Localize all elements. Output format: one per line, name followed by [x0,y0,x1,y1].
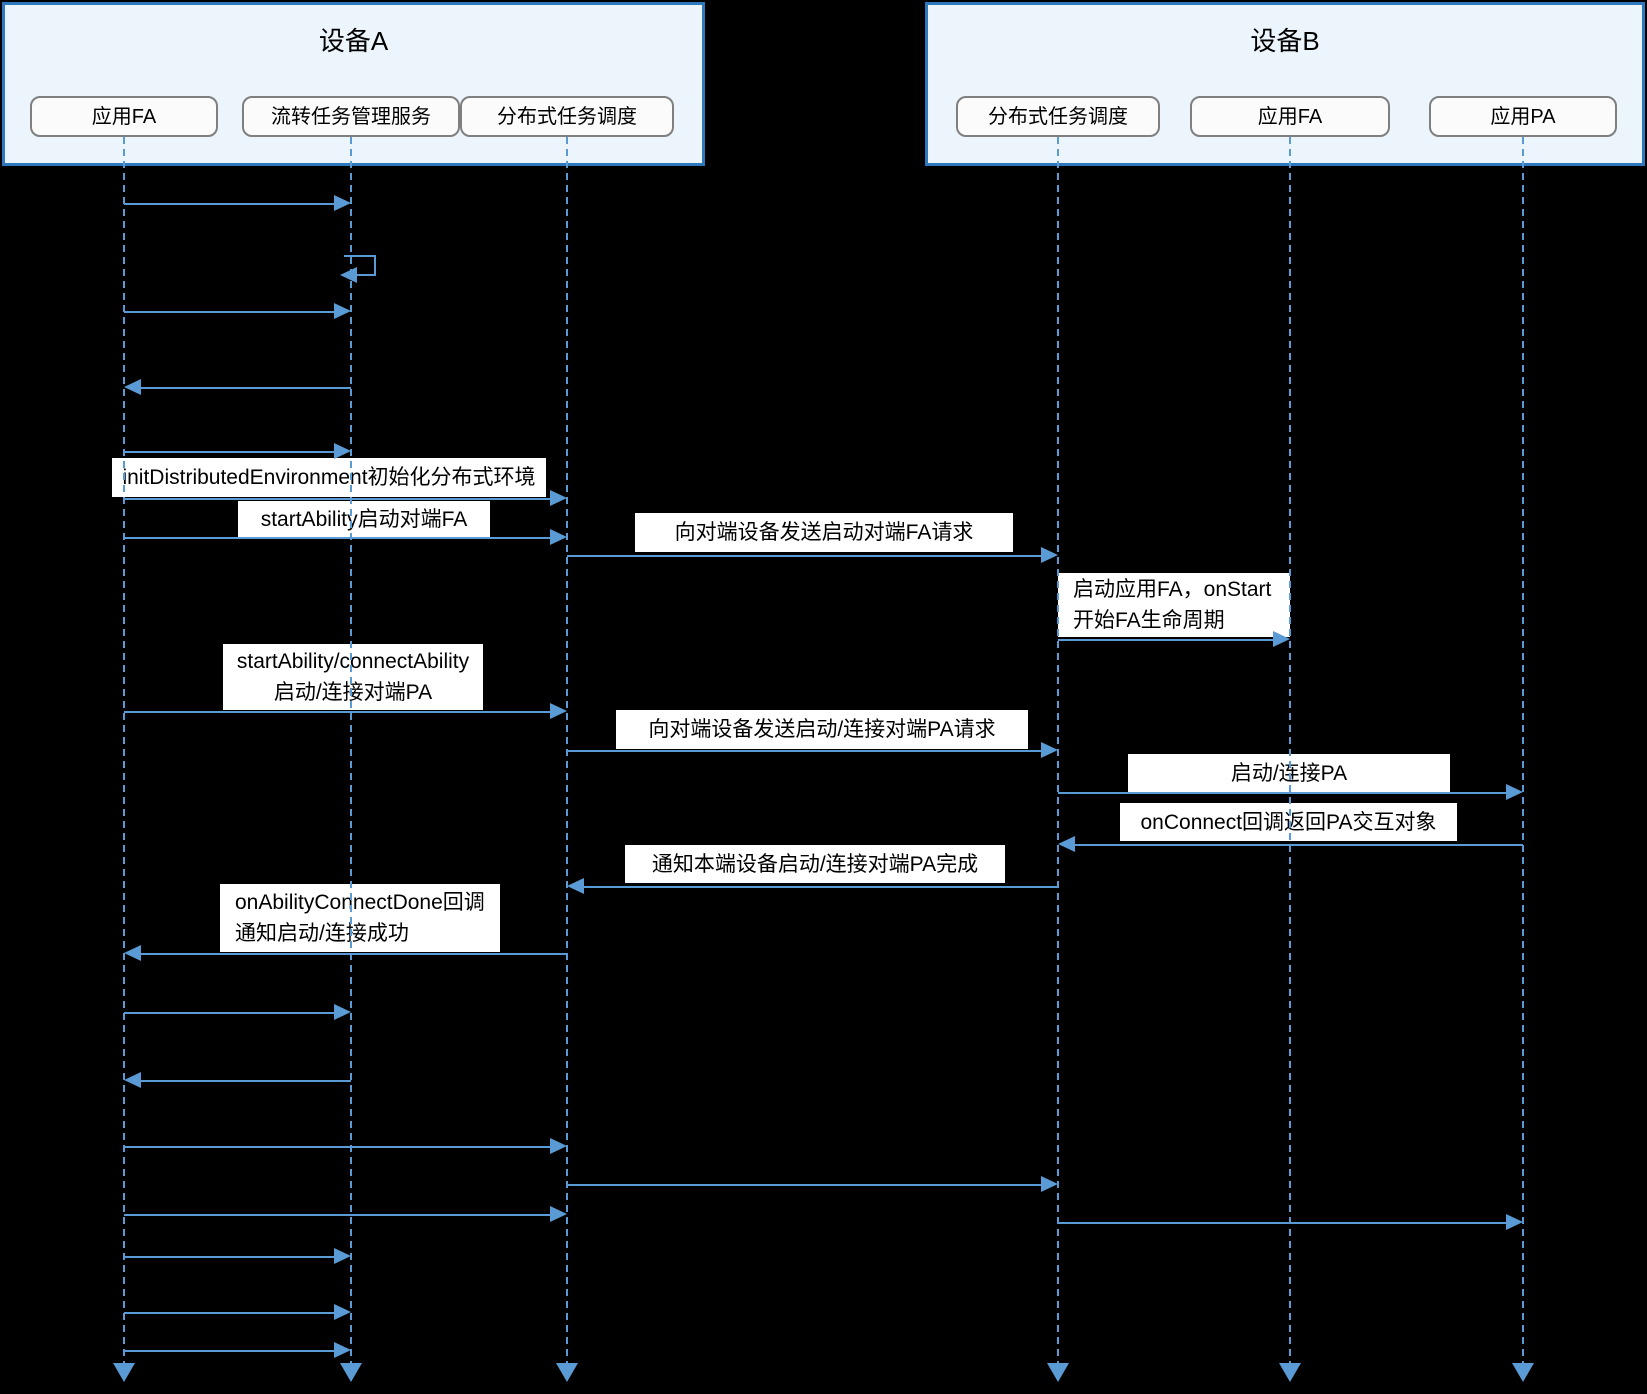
lifeline-end-arrow-b-fa [1279,1363,1301,1382]
participant-a-mts: 流转任务管理服务 [242,96,460,137]
message-arrow [567,1184,1044,1186]
message-label-line: startAbility启动对端FA [260,507,468,531]
message-label-line: onConnect回调返回PA交互对象 [1140,807,1436,838]
message-arrow [1058,792,1509,794]
message-arrow [124,498,553,500]
device-container-deviceA: 设备A [2,2,705,166]
message-label: 通知本端设备启动/连接对端PA完成 [625,845,1005,883]
message-label-line: 向对端设备发送启动/连接对端PA请求 [648,718,996,741]
message-arrow [124,1350,337,1352]
message-label-line: initDistributedEnvironment初始化分布式环境 [122,466,536,489]
lifeline-end-arrow-a-fa [113,1363,135,1382]
message-label-line: startAbility/connectAbility [236,650,470,673]
lifeline-end-arrow-b-dts [1047,1363,1069,1382]
self-message-arrowhead [340,267,357,283]
message-arrow [567,555,1044,557]
participant-a-dts: 分布式任务调度 [460,96,674,137]
message-arrowhead [1041,1176,1058,1192]
device-title-deviceB: 设备B [1250,26,1320,56]
device-container-deviceB: 设备B [925,2,1645,166]
lifeline-b-dts [1057,137,1059,1363]
message-label: startAbility/connectAbility 启动/连接对端PA [223,644,483,710]
message-arrowhead [334,1342,351,1358]
message-label: onAbilityConnectDone回调通知启动/连接成功 [220,884,500,952]
lifeline-b-fa [1289,137,1291,1363]
message-label: initDistributedEnvironment初始化分布式环境 [112,458,546,497]
message-arrowhead [334,1304,351,1320]
message-arrow [581,886,1058,888]
message-arrow [1058,639,1276,641]
message-arrowhead [1041,547,1058,563]
lifeline-end-arrow-a-mts [340,1363,362,1382]
message-label: 向对端设备发送启动对端FA请求 [635,513,1013,552]
message-arrow [124,537,553,539]
participant-a-fa: 应用FA [30,96,218,137]
message-arrowhead [334,1004,351,1020]
message-arrowhead [550,490,567,506]
message-label: 向对端设备发送启动/连接对端PA请求 [616,710,1028,749]
message-label-line: 通知本端设备启动/连接对端PA完成 [651,852,979,876]
message-arrowhead [334,303,351,319]
message-arrowhead [124,1072,141,1088]
message-arrowhead [334,443,351,459]
message-label-line: 开始FA生命周期 [1073,609,1225,632]
participant-b-dts: 分布式任务调度 [956,96,1160,137]
message-arrowhead [567,878,584,894]
message-arrow [138,1080,351,1082]
message-arrowhead [1506,1214,1523,1230]
message-arrow [124,203,337,205]
participant-b-fa: 应用FA [1190,96,1390,137]
participant-b-pa: 应用PA [1429,96,1617,137]
message-arrowhead [124,945,141,961]
message-label: 启动应用FA，onStart 开始FA生命周期 [1058,573,1290,637]
message-arrowhead [550,703,567,719]
message-arrow [124,1146,553,1148]
message-label-line: onAbilityConnectDone回调 [235,891,485,914]
message-arrow [124,451,337,453]
self-message-loop [344,255,376,276]
message-arrowhead [550,1138,567,1154]
message-label-line: 通知启动/连接成功 [235,922,409,945]
message-arrow [124,1256,337,1258]
message-arrowhead [334,195,351,211]
message-label-line: 启动/连接PA [1231,758,1347,789]
message-label: startAbility启动对端FA [238,501,490,537]
lifeline-a-fa [123,137,125,1363]
message-arrow [138,387,351,389]
message-arrowhead [1041,742,1058,758]
lifeline-end-arrow-b-pa [1512,1363,1534,1382]
message-arrowhead [1506,784,1523,800]
message-arrow [124,1214,553,1216]
message-arrow [124,1012,337,1014]
lifeline-end-arrow-a-dts [556,1363,578,1382]
message-label-line: 向对端设备发送启动对端FA请求 [674,521,974,544]
message-arrow [1058,1222,1509,1224]
device-title-deviceA: 设备A [318,26,389,56]
message-arrow [1072,844,1523,846]
message-arrow [124,1312,337,1314]
message-label: onConnect回调返回PA交互对象 [1120,803,1457,841]
message-arrow [124,311,337,313]
message-arrow [567,750,1044,752]
message-label-line: 启动应用FA，onStart [1073,578,1272,601]
lifeline-b-pa [1522,137,1524,1363]
message-arrow [124,711,553,713]
message-arrowhead [1058,836,1075,852]
message-arrowhead [550,1206,567,1222]
lifeline-a-mts [350,137,352,1363]
message-arrowhead [1273,631,1290,647]
message-arrow [138,953,567,955]
message-arrowhead [550,529,567,545]
message-arrowhead [124,379,141,395]
message-label-line: 启动/连接对端PA [273,681,433,704]
message-arrowhead [334,1248,351,1264]
